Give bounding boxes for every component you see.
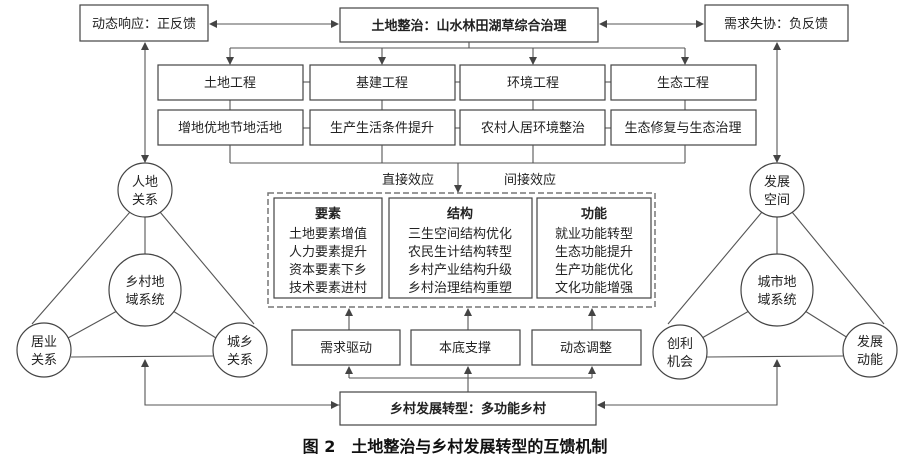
svg-text:发展: 发展 [857,334,883,350]
indirect-effect-label: 间接效应 [504,172,556,188]
svg-text:就业功能转型: 就业功能转型 [555,227,633,242]
svg-text:乡村产业结构升级: 乡村产业结构升级 [408,263,512,278]
svg-text:空间: 空间 [764,193,790,208]
svg-text:人力要素提升: 人力要素提升 [289,244,367,260]
rural-system-triangle: 人地 关系 乡村地 域系统 居业 关系 城乡 关系 [16,42,340,409]
positive-feedback-box [79,4,209,42]
detail-box [610,109,757,146]
driver-adjust-box [531,329,642,366]
svg-text:动能: 动能 [857,353,883,368]
panel-function: 功能 就业功能转型 生态功能提升 生产功能优化 文化功能增强 [536,197,652,299]
svg-text:生产生活条件提升: 生产生活条件提升 [330,120,434,136]
svg-text:三生空间结构优化: 三生空间结构优化 [408,227,512,242]
svg-text:文化功能增强: 文化功能增强 [555,281,633,296]
svg-text:域系统: 域系统 [757,293,796,308]
negative-feedback-box [704,4,849,42]
svg-text:需求驱动: 需求驱动 [320,341,372,356]
svg-text:农民生计结构转型: 农民生计结构转型 [408,245,512,260]
svg-text:结构: 结构 [447,206,473,222]
direct-effect-label: 直接效应 [382,172,434,188]
svg-text:生态工程: 生态工程 [657,76,709,91]
svg-text:关系: 关系 [227,353,253,368]
svg-text:乡村地: 乡村地 [125,275,164,290]
project-box-land [157,64,304,101]
svg-text:机会: 机会 [667,355,693,370]
land-consolidation-label: 土地整治：山水林田湖草综合治理 [371,18,566,34]
rural-transformation-box [339,391,597,426]
svg-text:生态修复与生态治理: 生态修复与生态治理 [624,121,741,136]
svg-text:居业: 居业 [31,335,57,350]
urban-system-triangle: 发展 空间 城市地 域系统 创利 机会 发展 动能 [597,42,898,409]
svg-text:域系统: 域系统 [125,293,164,308]
svg-text:资本要素下乡: 资本要素下乡 [289,263,367,278]
svg-text:动态调整: 动态调整 [560,341,612,356]
svg-text:生产功能优化: 生产功能优化 [555,263,633,278]
svg-text:生态功能提升: 生态功能提升 [555,244,633,260]
project-box-ecology [610,64,757,101]
driver-base-box [410,329,521,366]
driver-demand-box [291,329,401,366]
project-box-infrastructure [309,64,456,101]
detail-box [459,109,606,146]
svg-text:关系: 关系 [31,353,57,368]
svg-text:发展: 发展 [764,174,790,190]
svg-text:人地: 人地 [132,175,158,190]
svg-text:功能: 功能 [581,206,607,222]
panel-elements: 要素 土地要素增值 人力要素提升 资本要素下乡 技术要素进村 [273,197,383,299]
rural-transformation-label: 乡村发展转型：多功能乡村 [390,401,546,417]
project-rows: 土地工程 基建工程 环境工程 生态工程 增地优地节地活地 生产生活条件提升 农村… [157,64,757,146]
land-consolidation-box [339,7,599,43]
svg-text:要素: 要素 [315,206,341,222]
svg-text:土地要素增值: 土地要素增值 [289,226,367,242]
detail-box [157,109,304,146]
svg-text:技术要素进村: 技术要素进村 [289,281,367,296]
panel-structure: 结构 三生空间结构优化 农民生计结构转型 乡村产业结构升级 乡村治理结构重塑 [388,197,533,299]
svg-text:乡村治理结构重塑: 乡村治理结构重塑 [408,280,512,296]
svg-text:城市地: 城市地 [757,274,796,290]
svg-text:土地工程: 土地工程 [204,76,256,91]
svg-text:本底支撑: 本底支撑 [439,340,491,356]
svg-text:基建工程: 基建工程 [356,76,408,91]
effects-group [267,192,656,308]
svg-text:创利: 创利 [667,337,693,352]
positive-feedback-label: 动态响应：正反馈 [92,16,196,32]
negative-feedback-label: 需求失协：负反馈 [724,17,828,32]
figure-caption: 图 2 土地整治与乡村发展转型的互馈机制 [303,437,608,456]
svg-text:城乡: 城乡 [227,335,253,350]
svg-text:增地优地节地活地: 增地优地节地活地 [178,121,282,136]
svg-text:农村人居环境整治: 农村人居环境整治 [481,121,585,136]
detail-box [309,109,456,146]
project-box-environment [459,64,606,101]
svg-text:环境工程: 环境工程 [507,76,559,91]
svg-text:关系: 关系 [132,193,158,208]
